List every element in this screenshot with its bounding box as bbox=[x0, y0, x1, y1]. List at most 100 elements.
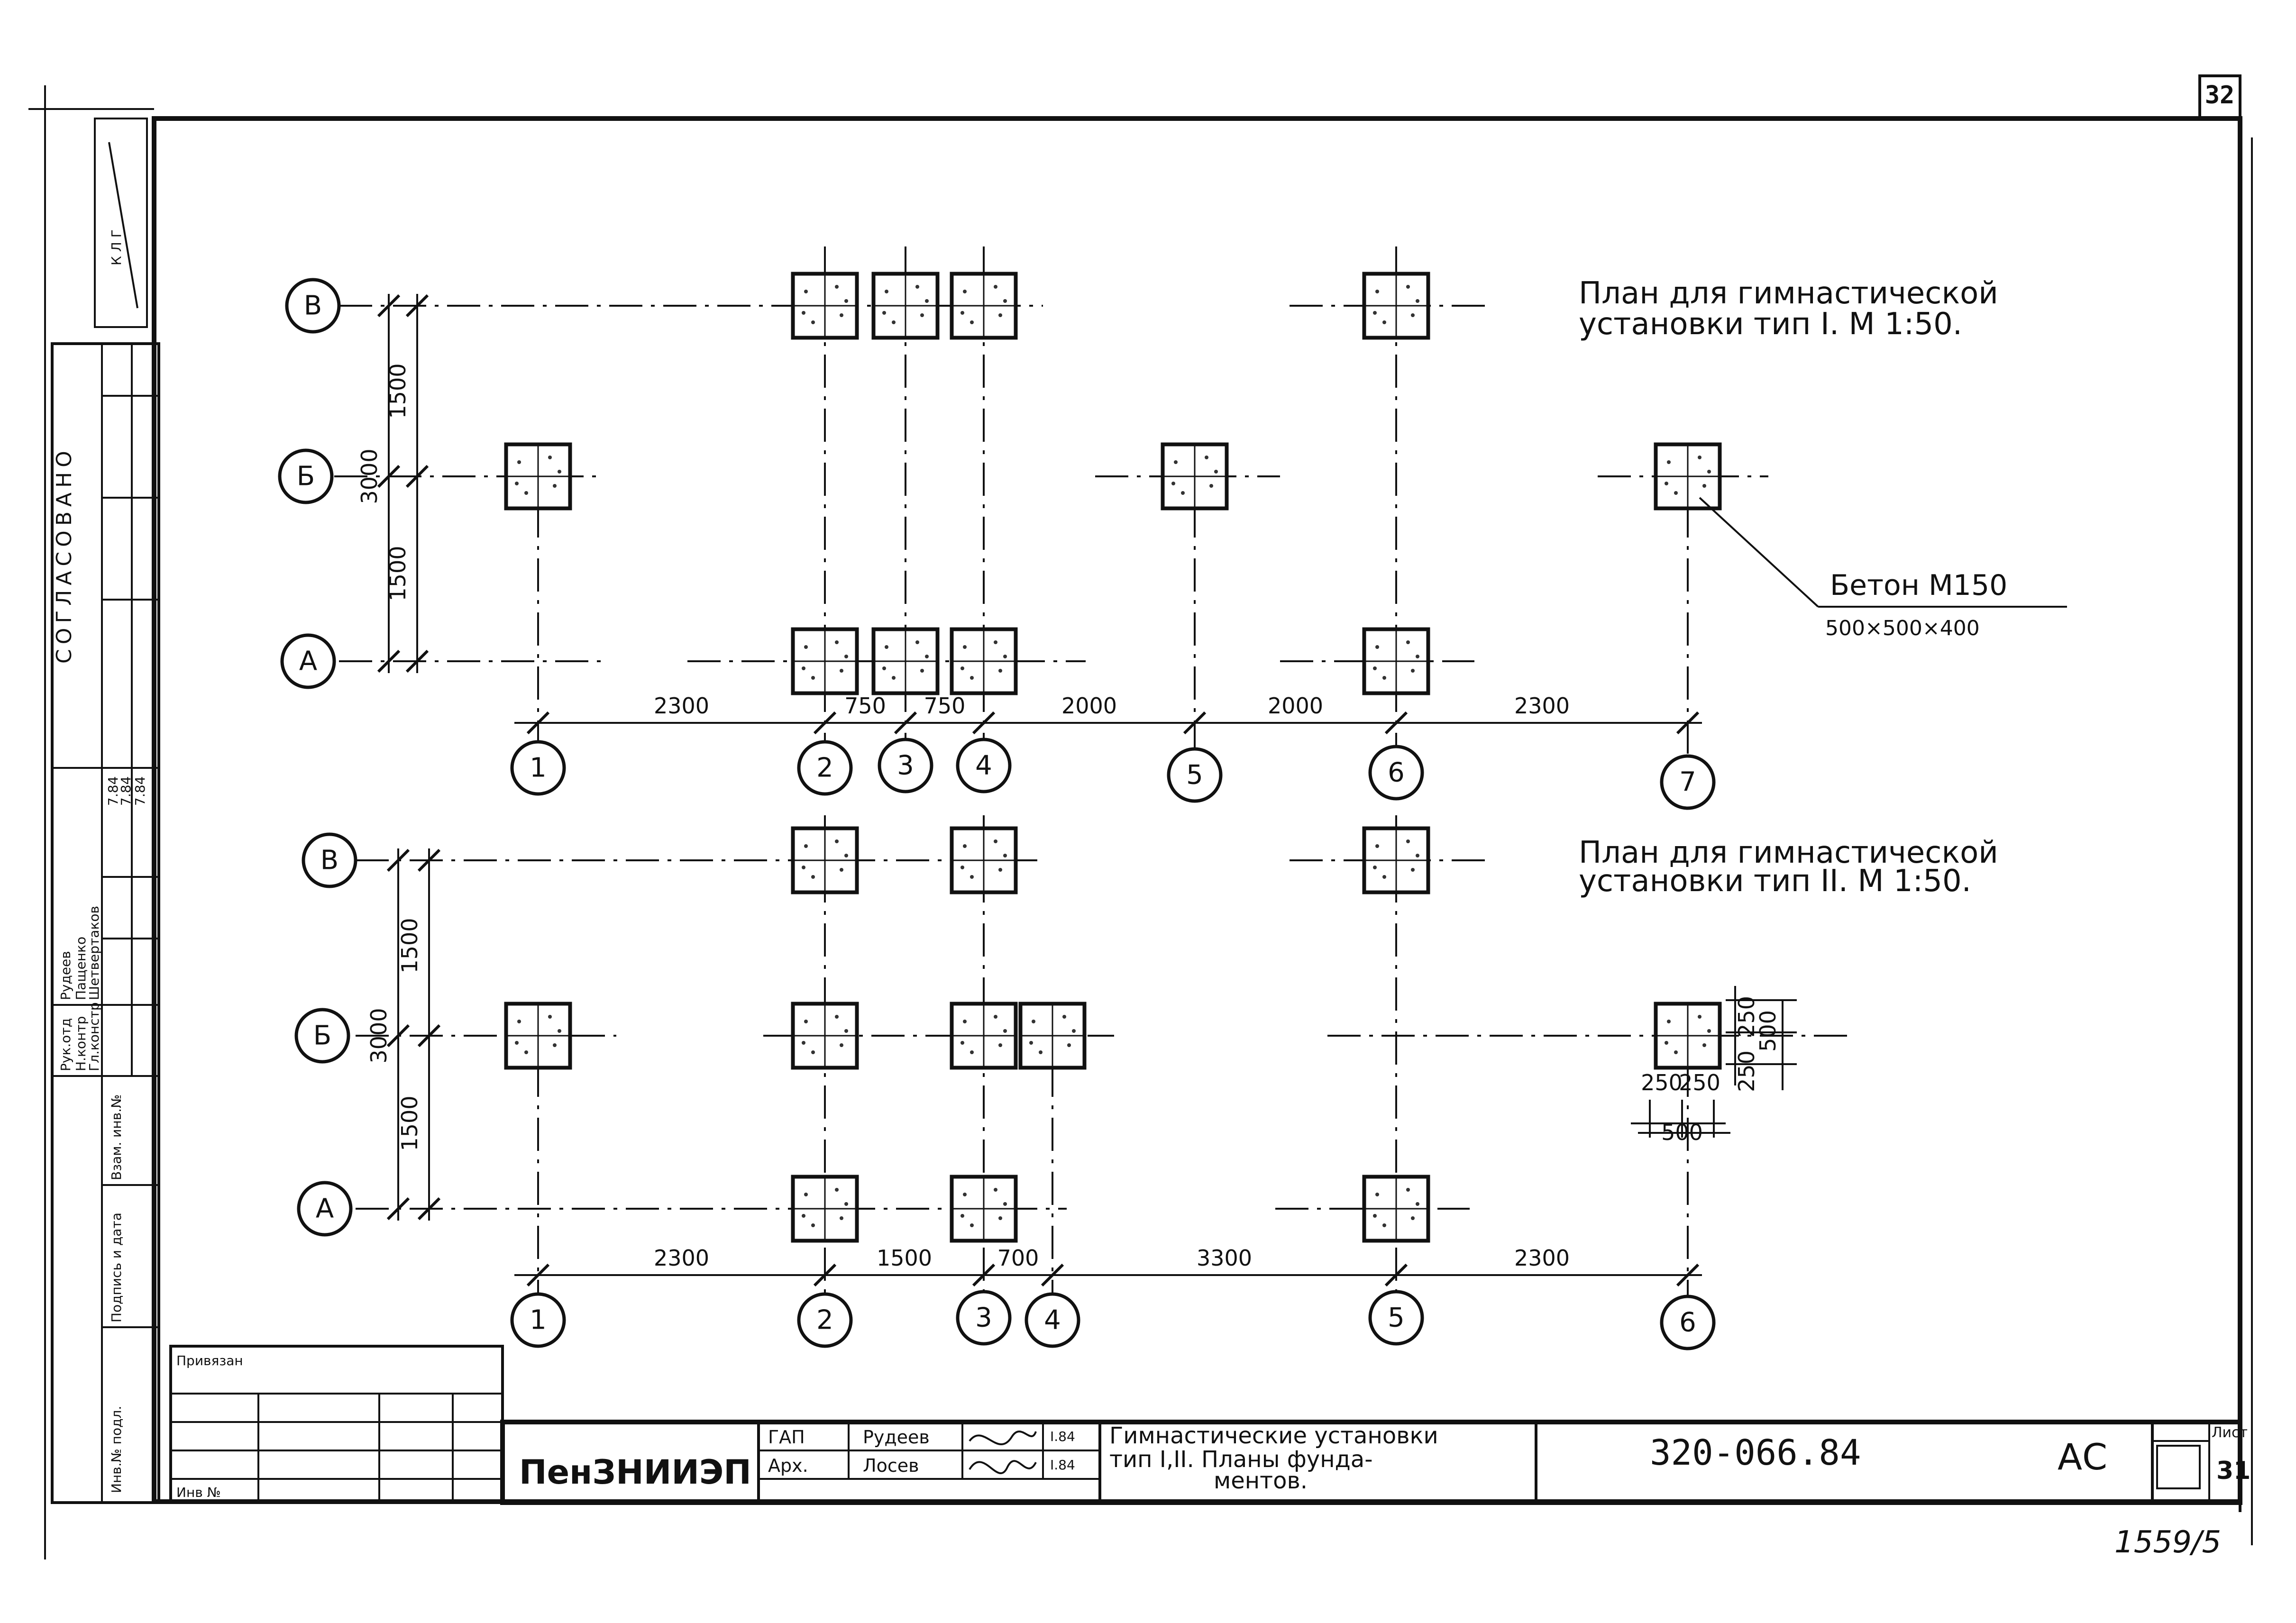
plan1-foundation-3-А-aggregate-4 bbox=[882, 666, 886, 670]
plan2-foundation-2-А-aggregate-4 bbox=[802, 1214, 805, 1218]
plan2-foundation-3-А-aggregate-0 bbox=[963, 1193, 967, 1196]
plan1-foundation-2-А-aggregate-1 bbox=[835, 640, 839, 644]
plan1-vtick-a-1 bbox=[377, 465, 401, 488]
plan1-htick-5 bbox=[1384, 711, 1408, 735]
plan2-foundations bbox=[504, 826, 1722, 1243]
name-2: Пащенко bbox=[73, 937, 89, 1000]
plan2-foundation-4-Б-aggregate-2 bbox=[1067, 1043, 1071, 1047]
plan2-foundation-6-Б-aggregate-0 bbox=[1667, 1020, 1671, 1023]
date-gap: I.84 bbox=[1050, 1429, 1075, 1444]
plan2-row-bubble-3 bbox=[297, 1181, 353, 1237]
plan1-foundation-3-А-aggregate-3 bbox=[892, 676, 896, 680]
plan2-col-bubble-5-label: 5 bbox=[1388, 1303, 1405, 1333]
plan1-row-bubble-3-label: А bbox=[299, 646, 317, 677]
plan1-foundation-2-В-aggregate-1 bbox=[835, 285, 839, 289]
plan1-row-bubble-2 bbox=[278, 448, 334, 504]
plan1-col-bubble-4-label: 4 bbox=[975, 750, 992, 781]
plan2-dim-col-1: 2300 bbox=[654, 1245, 709, 1271]
plan2-vtick-a-1 bbox=[386, 1024, 410, 1048]
plan2-htick-2 bbox=[972, 1263, 996, 1287]
plan2-foundation-1-Б-aggregate-5 bbox=[558, 1029, 561, 1033]
plan1-dim-col-2: 750 bbox=[844, 693, 886, 719]
plan2-dim-row-2: 1500 bbox=[397, 1095, 422, 1151]
plan2-foundation-5-В-aggregate-0 bbox=[1375, 844, 1379, 848]
plan2-dim-col-4: 3300 bbox=[1197, 1245, 1252, 1271]
plan1-title-line-1: План для гимнастической bbox=[1579, 276, 1998, 311]
plan2-foundation-6-Б-aggregate-1 bbox=[1698, 1015, 1701, 1019]
plan2-foundation-2-А-aggregate-2 bbox=[840, 1216, 843, 1220]
plan1-htick-6 bbox=[1676, 711, 1700, 735]
plan1-foundation-3-А-aggregate-0 bbox=[885, 645, 888, 649]
plan2-foundation-3-В-aggregate-5 bbox=[1003, 854, 1007, 857]
callout-material: Бетон М150 bbox=[1830, 569, 2007, 602]
plan2-foundation-5-А-aggregate-0 bbox=[1375, 1193, 1379, 1196]
plan1-foundation-4-А-aggregate-2 bbox=[998, 669, 1002, 673]
plan1-foundation-4-В-aggregate-5 bbox=[1003, 299, 1007, 303]
plan2-vtick-b-0 bbox=[417, 848, 441, 872]
plan2-foundation-2-В-aggregate-5 bbox=[844, 854, 848, 857]
sheet-label: Лист bbox=[2212, 1424, 2248, 1441]
plan1-title-line-2: установки тип I. М 1:50. bbox=[1579, 307, 1962, 342]
plan1-htick-0 bbox=[526, 711, 550, 735]
sheet-number-top: 32 bbox=[2205, 81, 2235, 109]
plan2-foundation-6-Б-aggregate-4 bbox=[1665, 1041, 1668, 1045]
plan1-foundation-6-А-aggregate-1 bbox=[1406, 640, 1410, 644]
plan2-dim-col-5: 2300 bbox=[1514, 1245, 1570, 1271]
plan1-foundation-1-Б-aggregate-2 bbox=[553, 484, 557, 488]
plan1-dim-col-3: 750 bbox=[924, 693, 966, 719]
organization: ПенЗНИИЭП bbox=[519, 1453, 751, 1492]
plan1-col-bubble-4 bbox=[956, 738, 1012, 793]
plan2-foundation-5-В-aggregate-3 bbox=[1382, 875, 1386, 879]
plan1-vtick-b-2 bbox=[405, 649, 429, 673]
plan1-vtick-b-1 bbox=[405, 465, 429, 488]
plan1-foundation-2-В-aggregate-0 bbox=[804, 290, 808, 293]
approval-stamp-top: К Л Г bbox=[94, 118, 148, 328]
plan2-col-bubble-6 bbox=[1660, 1295, 1716, 1350]
plan2-col-bubble-5 bbox=[1368, 1290, 1424, 1346]
plan2-foundation-4-Б-aggregate-0 bbox=[1032, 1020, 1035, 1023]
plan2-foundation-2-А-aggregate-3 bbox=[811, 1223, 815, 1227]
plan2-foundation-3-А-aggregate-1 bbox=[994, 1188, 997, 1192]
plan1-foundation-3-В-aggregate-2 bbox=[920, 313, 924, 317]
plan1-foundation-5-Б-aggregate-1 bbox=[1205, 456, 1208, 459]
plan2-foundation-6-Б-aggregate-5 bbox=[1707, 1029, 1711, 1033]
role-1: Рук.отд bbox=[58, 1018, 73, 1071]
plan2-col-bubble-2-label: 2 bbox=[816, 1305, 833, 1336]
plan2-foundation-4-Б-aggregate-3 bbox=[1039, 1050, 1043, 1054]
detail-full-bottom: 500 bbox=[1661, 1120, 1703, 1145]
sheet-number: 31 bbox=[2216, 1457, 2250, 1485]
plan2-foundation-2-В-aggregate-4 bbox=[802, 866, 805, 869]
detail-dimensions: 250 250 500 250 250 500 bbox=[1631, 986, 1797, 1145]
plan2-foundation-1-Б-aggregate-0 bbox=[517, 1020, 521, 1023]
plan1-vtick-b-0 bbox=[405, 294, 429, 318]
plan2-foundation-3-А-aggregate-3 bbox=[970, 1223, 974, 1227]
plan1-foundation-6-А-aggregate-2 bbox=[1411, 669, 1415, 673]
plan2-col-bubble-3 bbox=[956, 1290, 1012, 1346]
plan1-col-bubble-5 bbox=[1167, 747, 1223, 803]
plan2-row-bubble-3-label: А bbox=[316, 1194, 334, 1224]
plan1-foundation-2-В-aggregate-2 bbox=[840, 313, 843, 317]
detail-half-left: 250 bbox=[1641, 1070, 1683, 1095]
plan2-foundation-4-Б-aggregate-4 bbox=[1029, 1041, 1033, 1045]
plan1-foundation-5-Б-aggregate-0 bbox=[1174, 460, 1178, 464]
plan2-vtick-b-1 bbox=[417, 1024, 441, 1048]
plan1-foundation-7-Б-aggregate-0 bbox=[1667, 460, 1671, 464]
plan1-foundation-2-В-aggregate-5 bbox=[844, 299, 848, 303]
plan2-foundation-4-Б-aggregate-1 bbox=[1062, 1015, 1066, 1019]
side-stamp: СОГЛАСОВАНО Рук.отд Н.контр Гл.констр Ру… bbox=[51, 342, 160, 1504]
plan1-foundation-4-А-aggregate-0 bbox=[963, 645, 967, 649]
name-1: Рудеев bbox=[58, 951, 73, 1000]
plan1-foundation-6-В-aggregate-3 bbox=[1382, 320, 1386, 324]
plan1-htick-2 bbox=[894, 711, 917, 735]
plan2-foundation-3-Б-aggregate-2 bbox=[998, 1043, 1002, 1047]
plan1-foundation-4-А-aggregate-1 bbox=[994, 640, 997, 644]
plan1-foundation-5-Б-aggregate-3 bbox=[1181, 491, 1185, 495]
plan2-foundation-5-А-aggregate-1 bbox=[1406, 1188, 1410, 1192]
plan2-col-bubble-6-label: 6 bbox=[1679, 1307, 1696, 1338]
plan1-foundation-2-А-aggregate-4 bbox=[802, 666, 805, 670]
plan1-col-bubble-7 bbox=[1660, 754, 1716, 810]
plan1-foundation-6-В-aggregate-4 bbox=[1373, 311, 1377, 315]
plan2-foundation-2-А-aggregate-0 bbox=[804, 1193, 808, 1196]
